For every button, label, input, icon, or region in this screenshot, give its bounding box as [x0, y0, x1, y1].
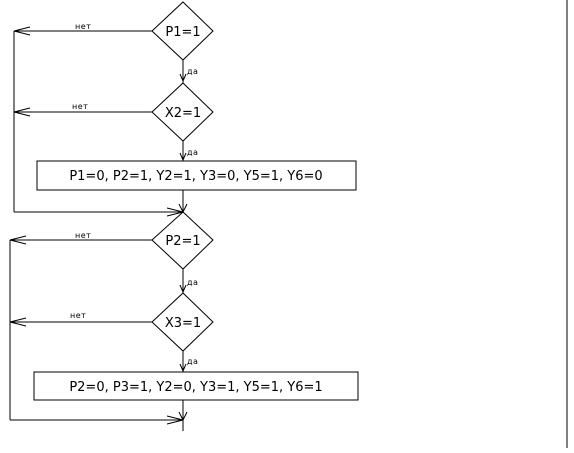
action-1-text: P1=0, P2=1, Y2=1, Y3=0, Y5=1, Y6=0 [69, 169, 322, 184]
decision-p2-text: P2=1 [165, 234, 200, 249]
decision-x3-text: X3=1 [165, 316, 201, 331]
yes-label: да [187, 148, 198, 157]
arrowhead [13, 26, 31, 36]
no-label: нет [75, 231, 91, 240]
no-label: нет [75, 22, 91, 31]
decision-x2-text: X2=1 [165, 106, 201, 121]
yes-label: да [187, 357, 198, 366]
arrowhead [179, 73, 187, 83]
arrowhead [9, 317, 27, 327]
arrowhead [9, 235, 27, 245]
yes-label: да [187, 67, 198, 76]
no-label: нет [72, 102, 88, 111]
arrowhead [179, 284, 187, 294]
arrowhead [13, 107, 31, 117]
action-box-1 [36, 160, 357, 191]
no-label: нет [70, 311, 86, 320]
decision-p1-text: P1=1 [165, 25, 200, 40]
yes-label: да [187, 278, 198, 287]
arrowhead [179, 152, 187, 162]
action-box-2 [33, 371, 359, 401]
arrowhead [178, 411, 188, 422]
action-2-text: P2=0, P3=1, Y2=0, Y3=1, Y5=1, Y6=1 [69, 380, 322, 395]
arrowhead [179, 363, 187, 373]
